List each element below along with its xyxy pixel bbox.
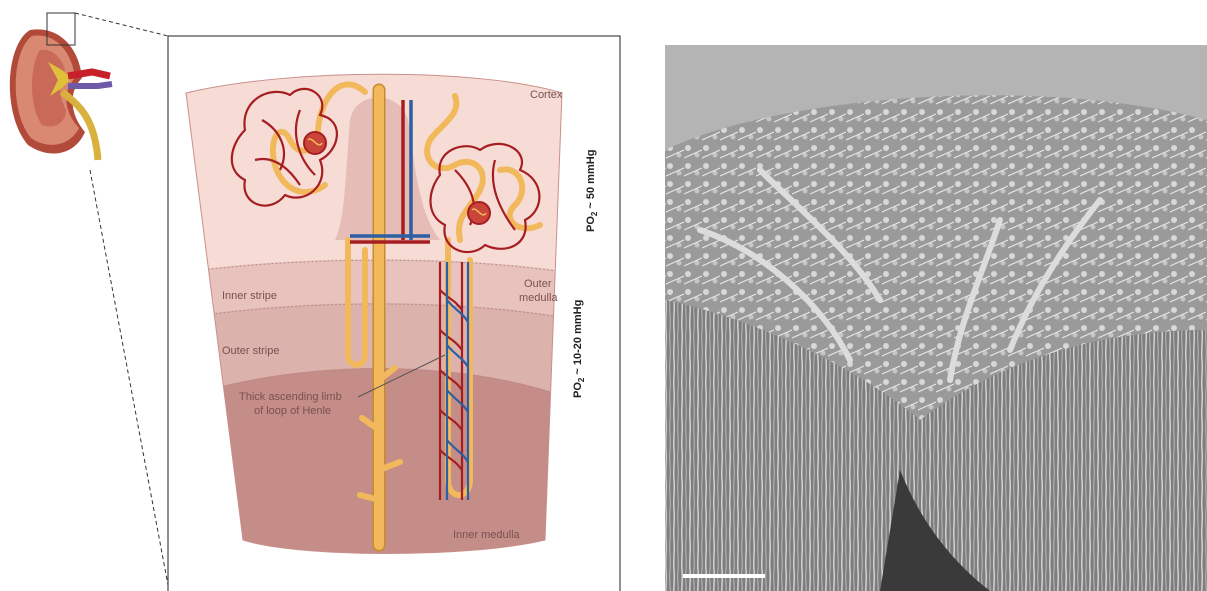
kidney-thumbnail <box>10 13 168 585</box>
thick-limb-label-1: Thick ascending limb <box>239 391 342 403</box>
sem-micrograph <box>665 45 1207 591</box>
outer-medulla-label-2: medulla <box>519 292 558 304</box>
inner-medulla-label: Inner medulla <box>453 529 521 541</box>
po2-medulla-label: PO2 ~ 10-20 mmHg <box>572 300 586 398</box>
cortex-label: Cortex <box>530 89 563 101</box>
inner-stripe-label: Inner stripe <box>222 290 277 302</box>
thick-limb-label-2: of loop of Henle <box>254 405 331 417</box>
outer-medulla-label-1: Outer <box>524 278 552 290</box>
po2-cortex-label: PO2 ~ 50 mmHg <box>585 150 599 232</box>
zoom-line-top <box>75 13 168 36</box>
scale-bar <box>683 574 765 578</box>
outer-stripe-label: Outer stripe <box>222 345 279 357</box>
zoom-line-bottom <box>90 170 168 585</box>
